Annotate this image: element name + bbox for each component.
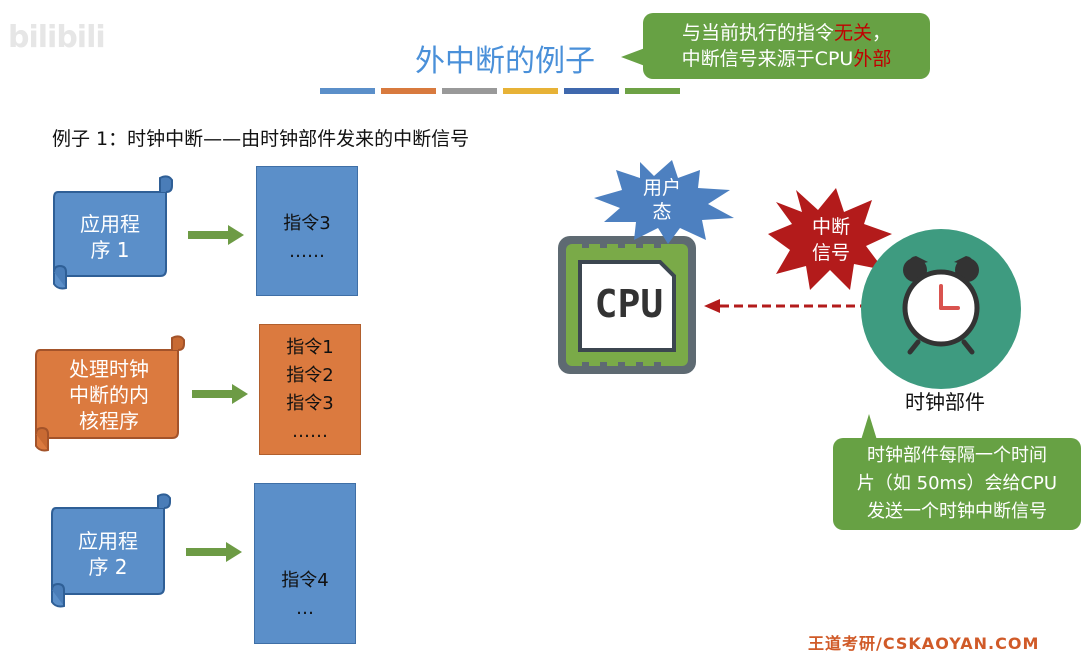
callout-bottom-tail — [861, 414, 877, 440]
highlight-unrelated: 无关 — [833, 22, 872, 44]
slide-title: 外中断的例子 — [415, 44, 595, 79]
interrupt-arrow — [704, 299, 864, 313]
scroll-shape — [51, 493, 171, 608]
footer-brand: 王道考研/CSKAOYAN.COM — [808, 634, 1040, 653]
stripe-3 — [442, 88, 497, 94]
scroll-app-program-1: 应用程 序 1 — [48, 172, 180, 292]
arrow-kernel-to-instr — [192, 384, 248, 404]
example-label: 例子 1：时钟中断——由时钟部件发来的中断信号 — [52, 128, 470, 150]
instr-block-kernel: 指令1 指令2 指令3 …… — [259, 324, 361, 455]
stripe-6 — [625, 88, 680, 94]
user-state-burst — [594, 160, 734, 244]
stripe-4 — [503, 88, 558, 94]
alarm-clock-icon — [861, 229, 1021, 389]
interrupt-signal-label: 中断 信号 — [811, 216, 850, 264]
highlight-external: 外部 — [853, 48, 892, 70]
scroll-shape — [53, 175, 173, 290]
stripe-1 — [320, 88, 375, 94]
instr-block-program1: 指令3 …… — [256, 166, 358, 296]
callout-top-line1: 与当前执行的指令无关， — [681, 22, 892, 44]
cpu-chip-icon — [558, 236, 696, 374]
callout-external-source: 与当前执行的指令无关， 中断信号来源于CPU外部 — [643, 13, 930, 79]
stripe-5 — [564, 88, 619, 94]
bilibili-watermark: bilibili — [8, 20, 106, 55]
scroll-shape — [35, 335, 185, 452]
user-state-label: 用户 态 — [642, 177, 681, 223]
interrupt-signal-burst — [768, 188, 892, 290]
callout-top-tail — [621, 48, 645, 66]
stripe-2 — [381, 88, 436, 94]
scroll-app-program-2: 应用程 序 2 — [46, 490, 178, 610]
arrow-program2-to-instr — [186, 542, 242, 562]
cpu-label: CPU — [594, 282, 664, 326]
clock-label: 时钟部件 — [905, 390, 985, 414]
title-stripes — [320, 88, 680, 94]
arrow-program1-to-instr — [188, 225, 244, 245]
scroll-kernel-program: 处理时钟 中断的内 核程序 — [30, 334, 188, 454]
instr-block-program2: 指令4 … — [254, 483, 356, 644]
callout-clock-description: 时钟部件每隔一个时间 片（如 50ms）会给CPU 发送一个时钟中断信号 — [833, 438, 1081, 530]
callout-top-line2: 中断信号来源于CPU外部 — [681, 48, 892, 70]
